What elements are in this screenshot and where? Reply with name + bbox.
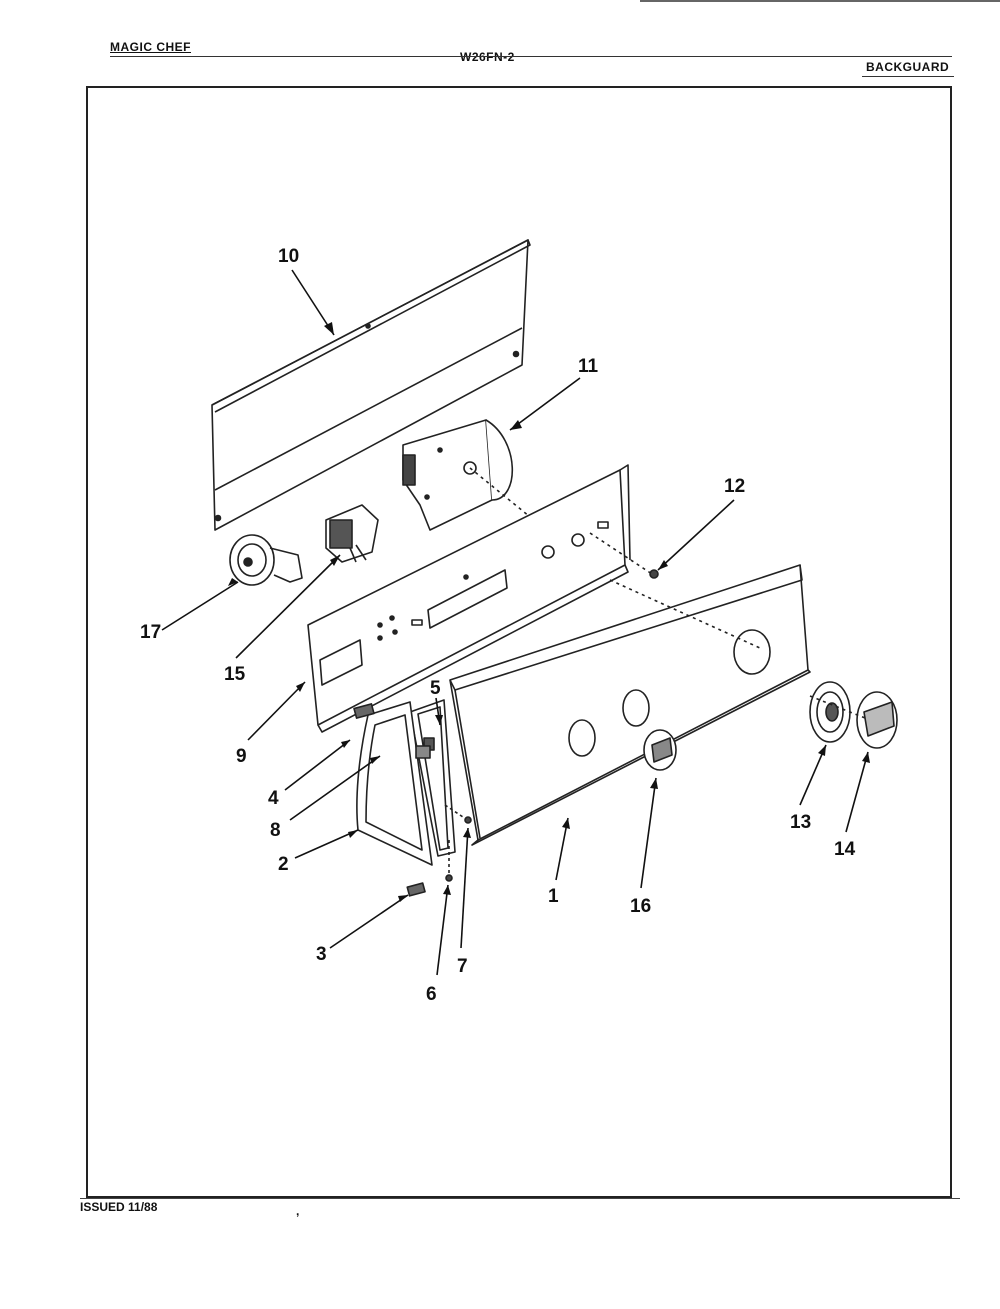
label-16: 16: [630, 896, 651, 917]
model-number: W26FN-2: [460, 50, 515, 64]
label-17: 17: [140, 622, 161, 643]
footer-rule: [80, 1198, 960, 1199]
label-7: 7: [457, 956, 468, 977]
part-labels: 10 11 12 17 15 9 5 4 8 2 3 6 7 1 16 13 1…: [140, 246, 856, 1005]
section-underline: [862, 76, 954, 77]
label-13: 13: [790, 812, 811, 833]
part-13-dial-ring: [809, 681, 851, 743]
header-rule: [110, 56, 952, 57]
part-15-switch: [325, 504, 379, 563]
label-1: 1: [548, 886, 559, 907]
part-14-knob: [809, 691, 898, 749]
part-3-clip: [406, 882, 426, 897]
label-4: 4: [268, 788, 279, 809]
label-12: 12: [724, 476, 745, 497]
label-14: 14: [834, 839, 856, 860]
part-1-backguard: [449, 564, 811, 846]
part-6-screw: [445, 840, 453, 882]
label-3: 3: [316, 944, 327, 965]
part-5-trim-strip: [409, 699, 456, 857]
issued-date: ISSUED 11/88: [80, 1200, 158, 1214]
part-4-clip: [353, 703, 375, 719]
part-9-control-panel: [307, 464, 631, 733]
label-6: 6: [426, 984, 437, 1005]
leader-lines: [161, 269, 869, 976]
leader-arrowheads: [228, 322, 870, 902]
label-8: 8: [270, 820, 281, 841]
label-11: 11: [578, 356, 599, 377]
part-16-knob: [643, 729, 677, 771]
part-12-screw: [589, 532, 659, 579]
part-11-timer: [402, 419, 541, 531]
label-9: 9: [236, 746, 247, 767]
label-15: 15: [224, 664, 246, 685]
stray-mark: ,: [296, 1204, 300, 1218]
part-17-round-switch: [229, 534, 303, 586]
label-10: 10: [278, 246, 299, 267]
part-8-bracket: [415, 745, 431, 759]
scan-edge-line: [640, 0, 1000, 2]
label-5: 5: [430, 678, 441, 699]
part-10-rear-panel: [211, 239, 531, 531]
part-7-screw: [444, 804, 472, 824]
diagram-frame: [86, 86, 952, 1198]
brand-title: MAGIC CHEF: [110, 40, 191, 54]
section-title: BACKGUARD: [866, 60, 950, 74]
label-2: 2: [278, 854, 289, 875]
part-2-end-cap: [356, 701, 435, 866]
